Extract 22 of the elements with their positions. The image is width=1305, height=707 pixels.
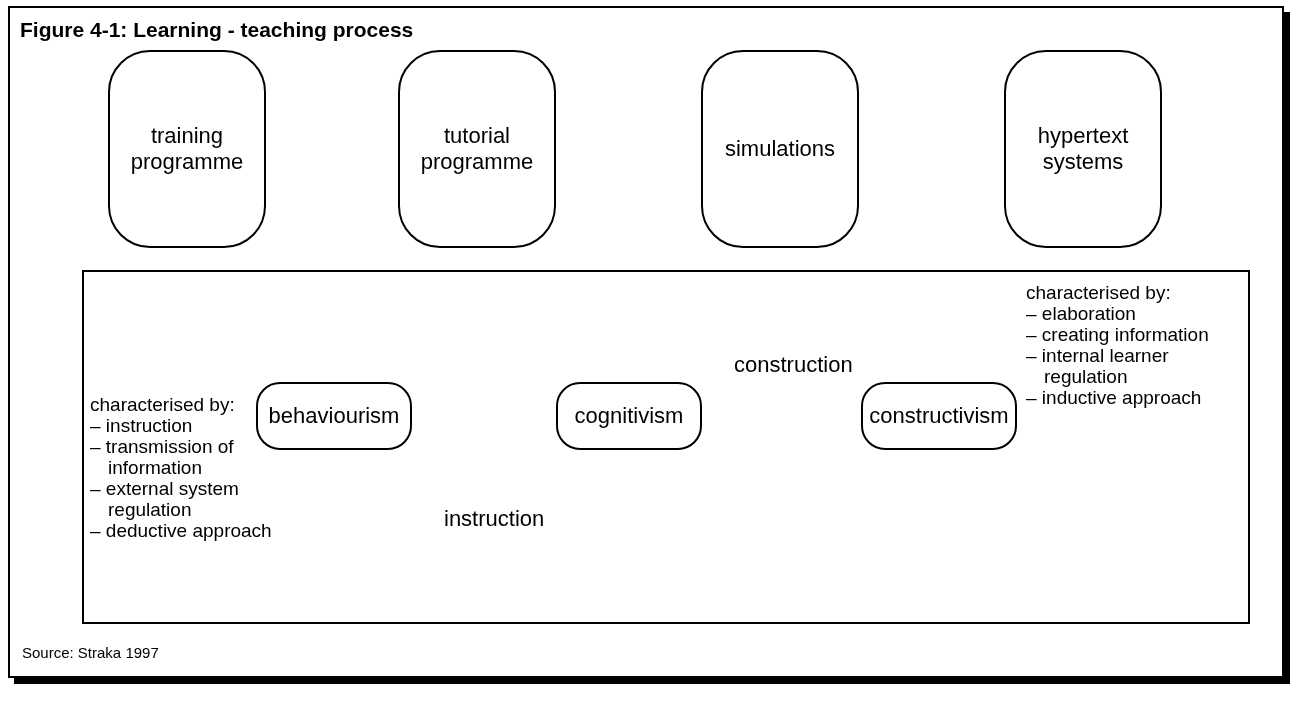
rounded-box: hypertext systems [1004,50,1162,248]
list-item: – internal learner regulation [1026,345,1170,387]
list-item: – transmission of information [90,436,235,478]
rounded-box: simulations [701,50,859,248]
list-item: – elaboration [1026,303,1137,324]
text-label: instruction [444,506,545,532]
rounded-box: cognitivism [556,382,702,450]
rounded-box: training programme [108,50,266,248]
rounded-box: tutorial programme [398,50,556,248]
list-item: – external system regulation [90,478,240,520]
list-item: – instruction [90,415,194,436]
list-item: – inductive approach [1026,387,1203,408]
text-label: construction [734,352,853,378]
list-heading: characterised by: [90,394,236,415]
source-caption: Source: Straka 1997 [22,644,159,661]
rounded-box: behaviourism [256,382,412,450]
group-box [82,270,1250,624]
figure-title: Figure 4-1: Learning - teaching process [20,18,414,42]
rounded-box: constructivism [861,382,1017,450]
list-heading: characterised by: [1026,282,1172,303]
list-item: – creating information [1026,324,1210,345]
list-item: – deductive approach [90,520,273,541]
